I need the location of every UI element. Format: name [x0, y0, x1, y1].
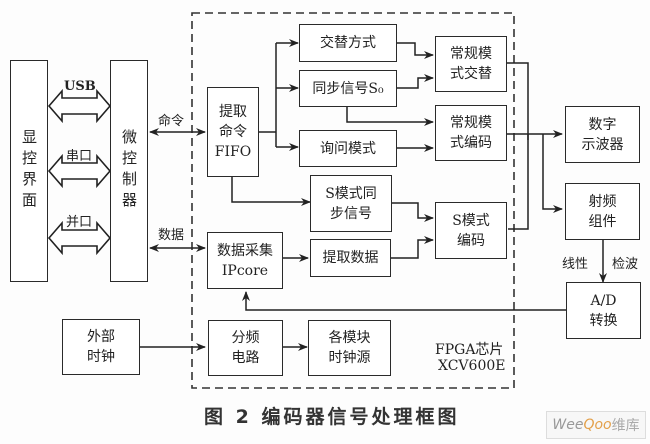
alternate-mode-block: 交替方式 [299, 24, 397, 62]
data-acquisition-ipcore-block: 数据采集 IPcore [207, 232, 283, 289]
data-label: 数据 [158, 228, 185, 243]
normal-mode-encoding-block: 常规模 式编码 [435, 105, 507, 161]
external-clock-block: 外部 时钟 [62, 319, 140, 375]
fpga-model-label: XCV600E [438, 358, 506, 374]
microcontroller-block: 微控制器 [110, 60, 148, 282]
digital-oscilloscope-block: 数字 示波器 [565, 106, 640, 163]
detection-label: 检波 [612, 257, 639, 272]
s-mode-encoding-block: S模式 编码 [435, 202, 507, 259]
command-label: 命令 [158, 114, 185, 129]
interrogation-mode-block: 询问模式 [299, 130, 397, 167]
microcontroller-label: 微控制器 [120, 129, 138, 213]
display-interface-block: 显控界面 [10, 60, 48, 282]
ad-converter-block: A/D 转换 [566, 282, 641, 339]
serial-port-label: 串口 [66, 149, 93, 164]
rf-component-block: 射频 组件 [565, 183, 640, 240]
frequency-divider-block: 分频 电路 [208, 320, 283, 376]
linear-label: 线性 [562, 257, 589, 272]
parallel-port-label: 并口 [66, 215, 93, 230]
display-interface-label: 显控界面 [20, 129, 38, 213]
fpga-boundary [191, 12, 515, 389]
extract-data-block: 提取数据 [310, 239, 391, 277]
module-clock-source-block: 各模块 时钟源 [308, 320, 391, 376]
figure-caption: 图 2 编码器信号处理框图 [204, 406, 460, 428]
normal-mode-alternate-block: 常规模 式交替 [435, 36, 507, 92]
sync-signal-s0-block: 同步信号S₀ [299, 70, 397, 107]
s-mode-sync-signal-block: S模式同 步信号 [310, 175, 392, 232]
fpga-chip-label: FPGA芯片 [435, 342, 504, 358]
extract-command-fifo-block: 提取 命令 FIFO [207, 87, 259, 177]
usb-label: USB [64, 79, 96, 94]
usb-bus-arrow [47, 88, 112, 124]
